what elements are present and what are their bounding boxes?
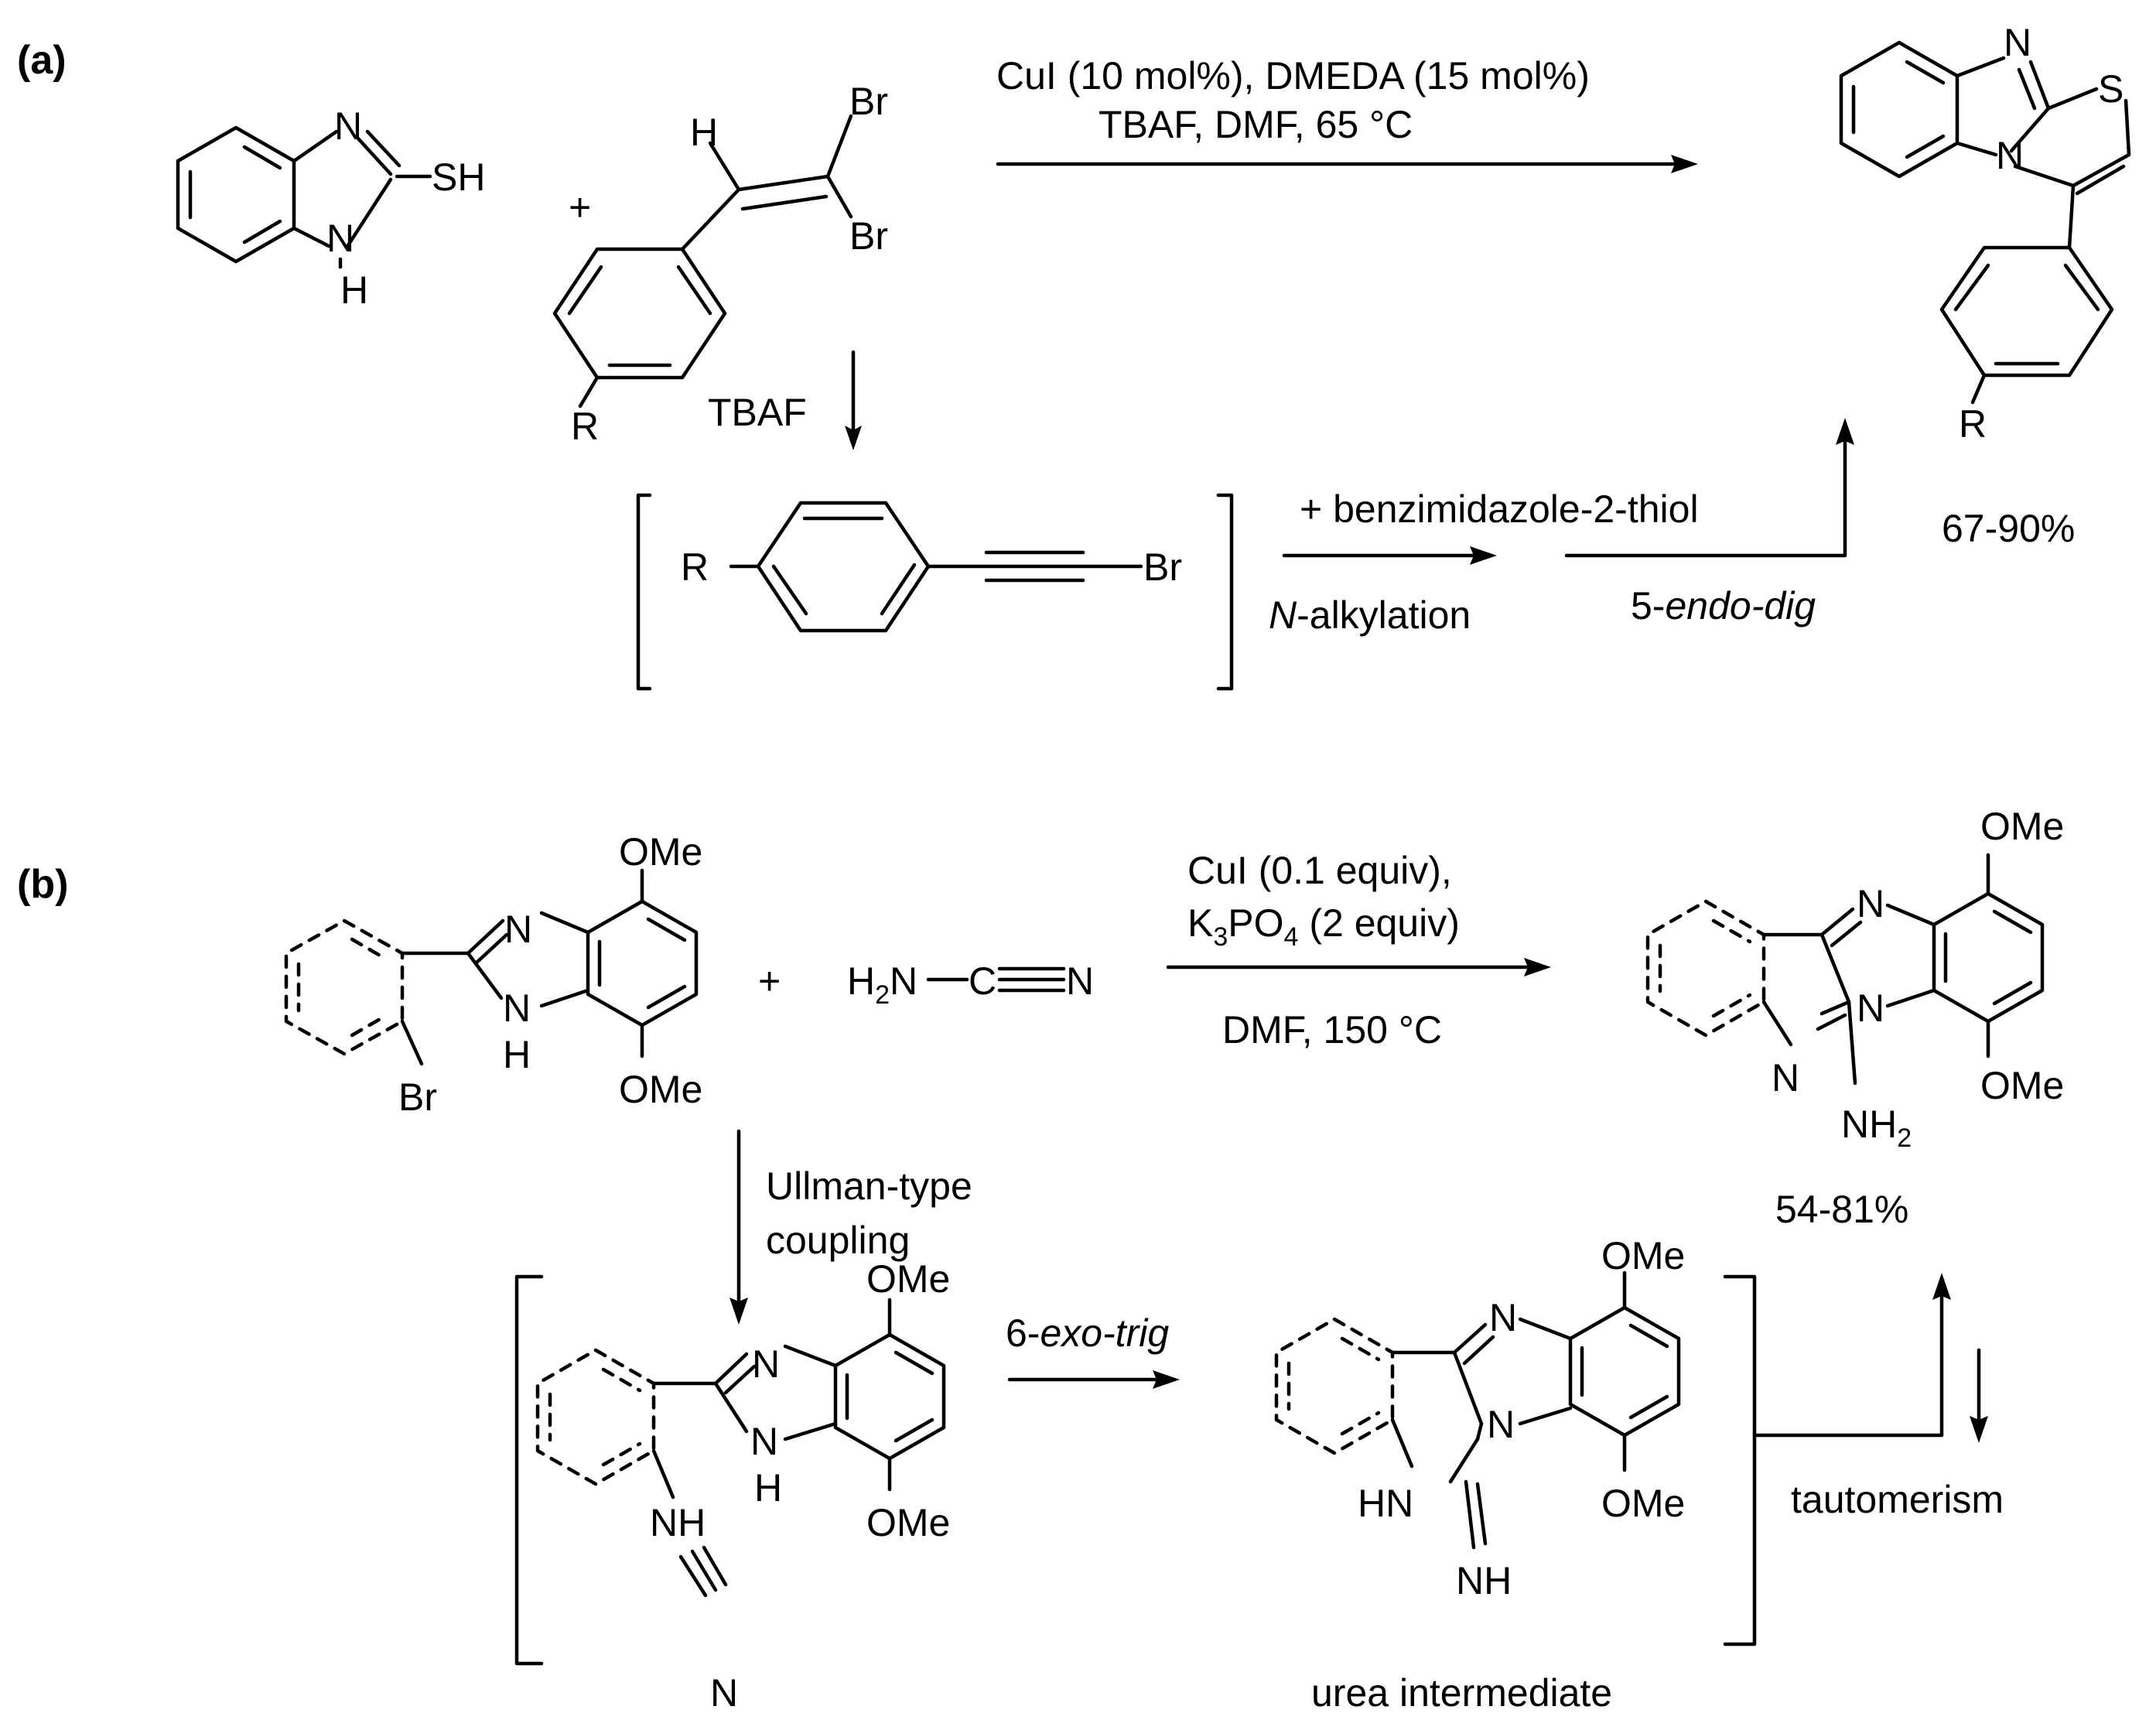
atom-n-imidazole: N xyxy=(504,908,532,951)
atom-c-cyanamide: C xyxy=(969,959,996,1003)
atom-n-h-ring: N xyxy=(326,217,354,260)
atom-n-bridge: N xyxy=(1996,134,2024,177)
atom-br-bottom: Br xyxy=(849,214,888,258)
atom-r-alkyne: R xyxy=(681,545,709,589)
atom-br-aryl: Br xyxy=(398,1075,437,1119)
bromoalkyne-intermediate: R Br xyxy=(636,493,1234,691)
atom-h-vinyl: H xyxy=(690,111,718,154)
quinazoline-product-structure: N N N NH2 OMe OMe xyxy=(1645,805,2064,1153)
reaction-arrow-b-top xyxy=(1166,958,1551,976)
tautomerism-label: tautomerism xyxy=(1791,1478,2004,1521)
panel-a-label: (a) xyxy=(17,38,67,83)
atom-n-product-b: N xyxy=(1857,882,1884,925)
atom-n-bridge-b: N xyxy=(1857,987,1884,1030)
reagent-benzimidazole-thiol: + benzimidazole-2-thiol xyxy=(1300,487,1699,531)
atom-nh-int-ring: N xyxy=(750,1420,778,1463)
atom-nh-imine: NH xyxy=(1456,1559,1512,1602)
endo-dig-arrow xyxy=(1564,418,1854,558)
atom-h: H xyxy=(340,268,368,312)
cyanamide-intermediate: N N H NH N OMe OMe xyxy=(514,1257,950,1715)
atom-n-cyano: N xyxy=(710,1671,738,1715)
atom-nh2-product: NH2 xyxy=(1841,1103,1912,1153)
tautomerism-arrows xyxy=(1752,1273,1988,1443)
step-exo-trig: 6-exo-trig xyxy=(1006,1311,1169,1355)
conditions-b-line1: CuI (0.1 equiv), xyxy=(1187,849,1452,892)
atom-s-product: S xyxy=(2098,67,2124,111)
benzothiazole-product-structure: N S N R xyxy=(1839,21,2131,446)
ullman-down-arrow xyxy=(729,1129,748,1325)
conditions-b-line3: DMF, 150 °C xyxy=(1222,1008,1442,1051)
atom-ome-top: OMe xyxy=(619,830,702,874)
atom-ome-product-bottom: OMe xyxy=(1980,1064,2064,1107)
yield-b: 54-81% xyxy=(1775,1188,1908,1231)
atom-h-int-ring: H xyxy=(754,1466,782,1510)
atom-br-top: Br xyxy=(849,80,888,123)
atom-n-int: N xyxy=(752,1342,780,1386)
atom-n-product: N xyxy=(2004,21,2031,64)
yield-a: 67-90% xyxy=(1942,507,2075,550)
atom-ome-bottom: OMe xyxy=(619,1068,702,1111)
conditions-a-line2: TBAF, DMF, 65 °C xyxy=(1099,103,1413,146)
atom-sh: SH xyxy=(432,156,485,199)
atom-n-bridge-urea: N xyxy=(1487,1403,1515,1446)
tbaf-down-arrow xyxy=(845,350,862,450)
atom-br-alkyne: Br xyxy=(1143,545,1182,589)
urea-intermediate-structure: N N HN NH OMe OMe xyxy=(1274,1234,1685,1602)
reaction-arrow-a-top xyxy=(996,155,1698,173)
atom-ome-int-top: OMe xyxy=(866,1257,950,1301)
atom-r: R xyxy=(571,405,599,448)
cyanamide-structure: H2N C N xyxy=(847,959,1094,1010)
ullman-label-line2: coupling xyxy=(766,1219,910,1262)
atom-h2n: H2N xyxy=(847,959,917,1010)
atom-h-imidazole: H xyxy=(503,1033,531,1076)
conditions-a-line1: CuI (10 mol%), DMEDA (15 mol%) xyxy=(996,54,1590,97)
benzimidazole-2-thiol-structure: N SH N H xyxy=(176,104,485,312)
atom-n-urea: N xyxy=(1489,1296,1517,1339)
ullman-label-line1: Ullman-type xyxy=(766,1164,972,1208)
atom-hn-urea: HN xyxy=(1358,1482,1413,1525)
panel-b-label: (b) xyxy=(17,862,68,907)
right-bracket-b xyxy=(1723,1274,1757,1646)
atom-ome-int-bottom: OMe xyxy=(866,1501,950,1544)
plus-sign-b: + xyxy=(758,959,781,1003)
atom-n: N xyxy=(334,104,362,148)
bromoaryl-benzimidazole-structure: N N H Br OMe OMe xyxy=(284,830,702,1119)
dibromoolefin-structure: H Br Br R xyxy=(552,80,888,448)
conditions-b-line2: K3PO4 (2 equiv) xyxy=(1187,901,1460,952)
atom-ome-urea-top: OMe xyxy=(1601,1234,1685,1277)
atom-r-product: R xyxy=(1959,402,1987,446)
atom-nh-cyanamide: NH xyxy=(650,1501,706,1544)
atom-nh-imidazole: N xyxy=(503,987,531,1030)
urea-intermediate-label: urea intermediate xyxy=(1311,1671,1612,1715)
step-n-alkylation: N-alkylation xyxy=(1269,593,1471,637)
atom-ome-urea-bottom: OMe xyxy=(1601,1482,1685,1525)
atom-ome-product-top: OMe xyxy=(1980,805,2064,848)
n-alkylation-arrow xyxy=(1282,546,1497,565)
atom-n-cyanamide: N xyxy=(1066,959,1094,1003)
atom-n-quinazoline: N xyxy=(1772,1056,1799,1099)
tbaf-label: TBAF xyxy=(708,391,807,434)
plus-sign-a: + xyxy=(569,186,591,229)
exo-trig-arrow xyxy=(1007,1370,1180,1389)
step-endo-dig: 5-endo-dig xyxy=(1631,584,1816,627)
